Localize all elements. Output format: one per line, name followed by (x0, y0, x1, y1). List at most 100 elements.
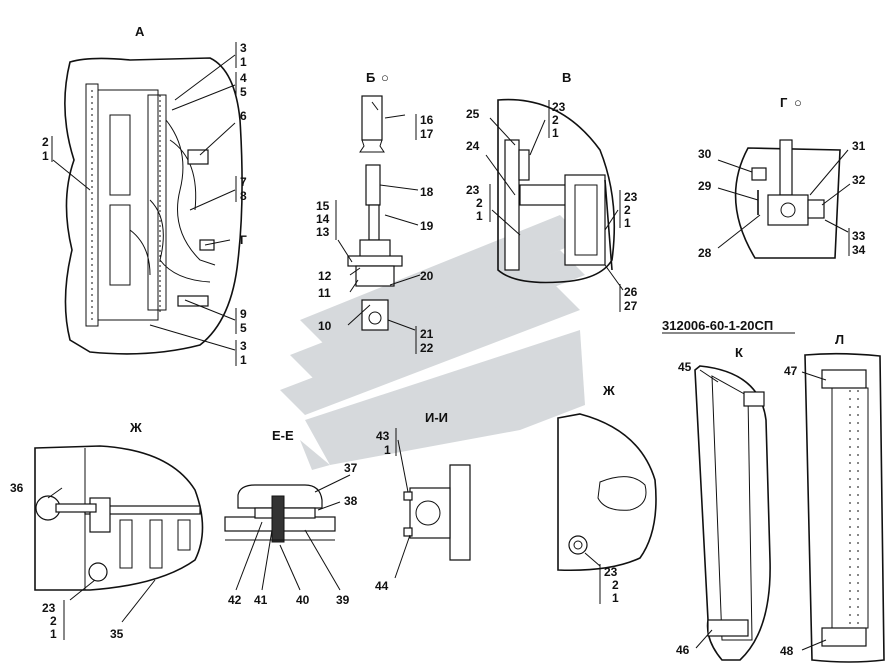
view-zh2 (557, 413, 657, 572)
callout-41: 41 (254, 593, 268, 607)
callout-23: 23 (42, 601, 56, 615)
callout-2: 2 (552, 113, 559, 127)
callout-9: 9 (240, 307, 247, 321)
callout-15: 15 (316, 199, 330, 213)
callout-2: 2 (42, 135, 49, 149)
callout-1: 1 (50, 627, 57, 641)
callout-39: 39 (336, 593, 350, 607)
callout-1: 1 (240, 353, 247, 367)
callout-19: 19 (420, 219, 434, 233)
view-a-callouts: 3 1 4 5 6 2 1 7 8 Г 9 5 3 1 (42, 41, 247, 367)
callout-1: 1 (384, 443, 391, 457)
callout-11: 11 (318, 286, 331, 300)
callout-7: 7 (240, 175, 247, 189)
callout-30: 30 (698, 147, 712, 161)
view-k (694, 365, 771, 661)
callout-1: 1 (42, 149, 49, 163)
view-ii-callouts: 43 1 44 (375, 428, 397, 593)
callout-3: 3 (240, 41, 247, 55)
callout-8: 8 (240, 189, 247, 203)
view-l-callouts: 47 48 (780, 364, 798, 658)
callout-23: 23 (552, 100, 566, 114)
view-v-callouts: 25 23 2 1 24 23 2 1 23 2 1 26 27 (466, 100, 638, 313)
view-zh2-title: Ж (602, 383, 615, 398)
callout-2: 2 (612, 578, 619, 592)
view-zh (34, 445, 204, 623)
callout-1: 1 (240, 55, 247, 69)
callout-24: 24 (466, 139, 480, 153)
drawing-number: 312006-60-1-20СП (662, 318, 773, 333)
callout-28: 28 (698, 246, 712, 260)
view-ee (224, 474, 351, 591)
view-ii (394, 439, 471, 579)
callout-5: 5 (240, 85, 247, 99)
view-k-title: К (735, 345, 743, 360)
callout-22: 22 (420, 341, 434, 355)
view-g-symbol: ○ (794, 95, 802, 110)
callout-36: 36 (10, 481, 24, 495)
callout-40: 40 (296, 593, 310, 607)
view-v-title: В (562, 70, 571, 85)
callout-20: 20 (420, 269, 434, 283)
view-l (801, 352, 885, 663)
view-v (485, 98, 624, 291)
callout-47: 47 (784, 364, 798, 378)
view-a (52, 54, 243, 355)
callout-21: 21 (420, 327, 434, 341)
callout-4: 4 (240, 71, 247, 85)
callout-2: 2 (624, 203, 631, 217)
view-zh-callouts: 36 23 2 1 35 (10, 481, 124, 641)
callout-29: 29 (698, 179, 712, 193)
callout-34: 34 (852, 243, 866, 257)
callout-17: 17 (420, 127, 434, 141)
callout-23: 23 (466, 183, 480, 197)
callout-38: 38 (344, 494, 358, 508)
view-ii-title: И-И (425, 410, 448, 425)
callout-43: 43 (376, 429, 390, 443)
callout-35: 35 (110, 627, 124, 641)
callout-1: 1 (624, 216, 631, 230)
view-ee-callouts: 37 38 42 41 40 39 (228, 461, 358, 607)
callout-5: 5 (240, 321, 247, 335)
callout-23: 23 (604, 565, 618, 579)
callout-10: 10 (318, 319, 332, 333)
callout-13: 13 (316, 225, 330, 239)
callout-3: 3 (240, 339, 247, 353)
view-zh2-callouts: 23 2 1 (599, 564, 619, 605)
view-g (717, 139, 851, 259)
callout-45: 45 (678, 360, 692, 374)
callout-48: 48 (780, 644, 794, 658)
view-a-title: А (135, 24, 145, 39)
callout-33: 33 (852, 229, 866, 243)
callout-18: 18 (420, 185, 434, 199)
view-b-title: Б (366, 70, 375, 85)
callout-12: 12 (318, 269, 332, 283)
callout-16: 16 (420, 113, 434, 127)
view-b (337, 95, 421, 331)
callout-26: 26 (624, 285, 638, 299)
callout-2: 2 (476, 196, 483, 210)
callout-31: 31 (852, 139, 866, 153)
callout-44: 44 (375, 579, 389, 593)
view-g-title: Г (780, 95, 788, 110)
view-b-callouts: 16 17 18 19 15 14 13 12 11 20 10 21 22 (316, 113, 434, 355)
callout-1: 1 (476, 209, 483, 223)
view-zh-title: Ж (129, 420, 142, 435)
view-ee-title: Е-Е (272, 428, 294, 443)
callout-46: 46 (676, 643, 690, 657)
view-l-title: Л (835, 332, 844, 347)
callout-37: 37 (344, 461, 358, 475)
callout-42: 42 (228, 593, 242, 607)
callout-2: 2 (50, 614, 57, 628)
callout-6: 6 (240, 109, 247, 123)
callout-1: 1 (552, 126, 559, 140)
callout-1: 1 (612, 591, 619, 605)
view-g-callouts: 30 31 29 32 28 33 34 (698, 139, 866, 260)
view-b-symbol: ○ (381, 70, 389, 85)
view-g-reference: Г (240, 233, 247, 247)
callout-14: 14 (316, 212, 330, 226)
callout-27: 27 (624, 299, 638, 313)
callout-32: 32 (852, 173, 866, 187)
